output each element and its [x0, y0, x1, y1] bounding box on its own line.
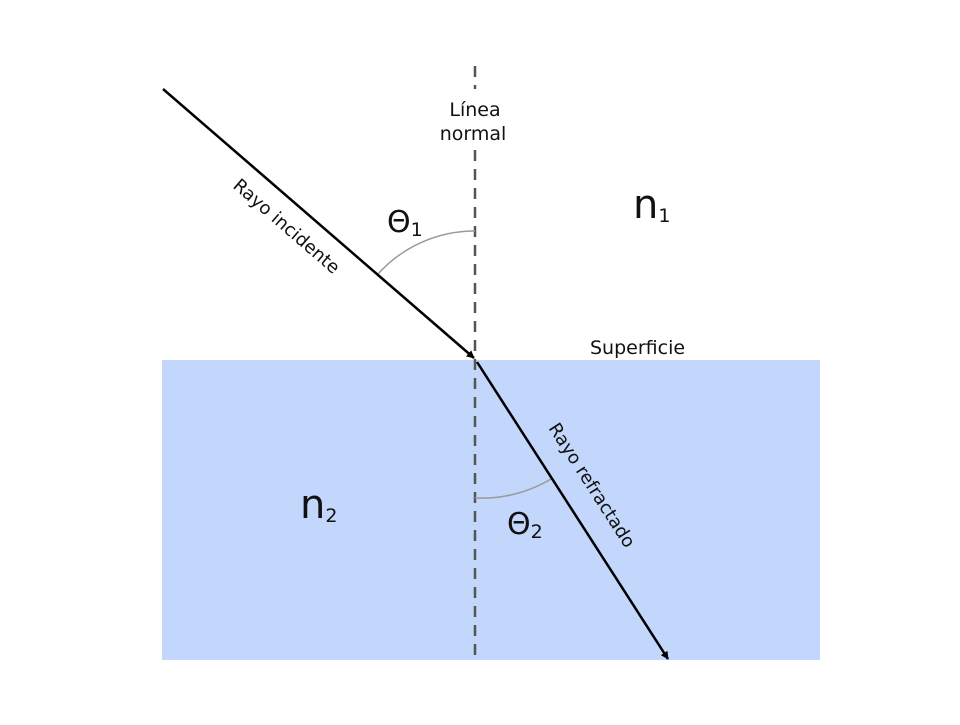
incident-ray	[162, 88, 475, 359]
angle-2-arc	[474, 478, 552, 499]
angle-2-label: Θ2	[507, 507, 543, 543]
refracted-ray	[475, 361, 670, 660]
incident-ray-label: Rayo incidente	[229, 175, 344, 279]
surface-label: Superficie	[590, 337, 685, 359]
angle-1-label: Θ1	[387, 205, 423, 241]
normal-label-line2: normal	[440, 123, 507, 145]
medium-1-label: n1	[633, 182, 670, 228]
medium-2-label: n2	[300, 482, 337, 528]
medium-2-region	[162, 360, 820, 660]
normal-label-line1: Línea	[449, 99, 500, 121]
angle-1-arc	[377, 230, 476, 275]
